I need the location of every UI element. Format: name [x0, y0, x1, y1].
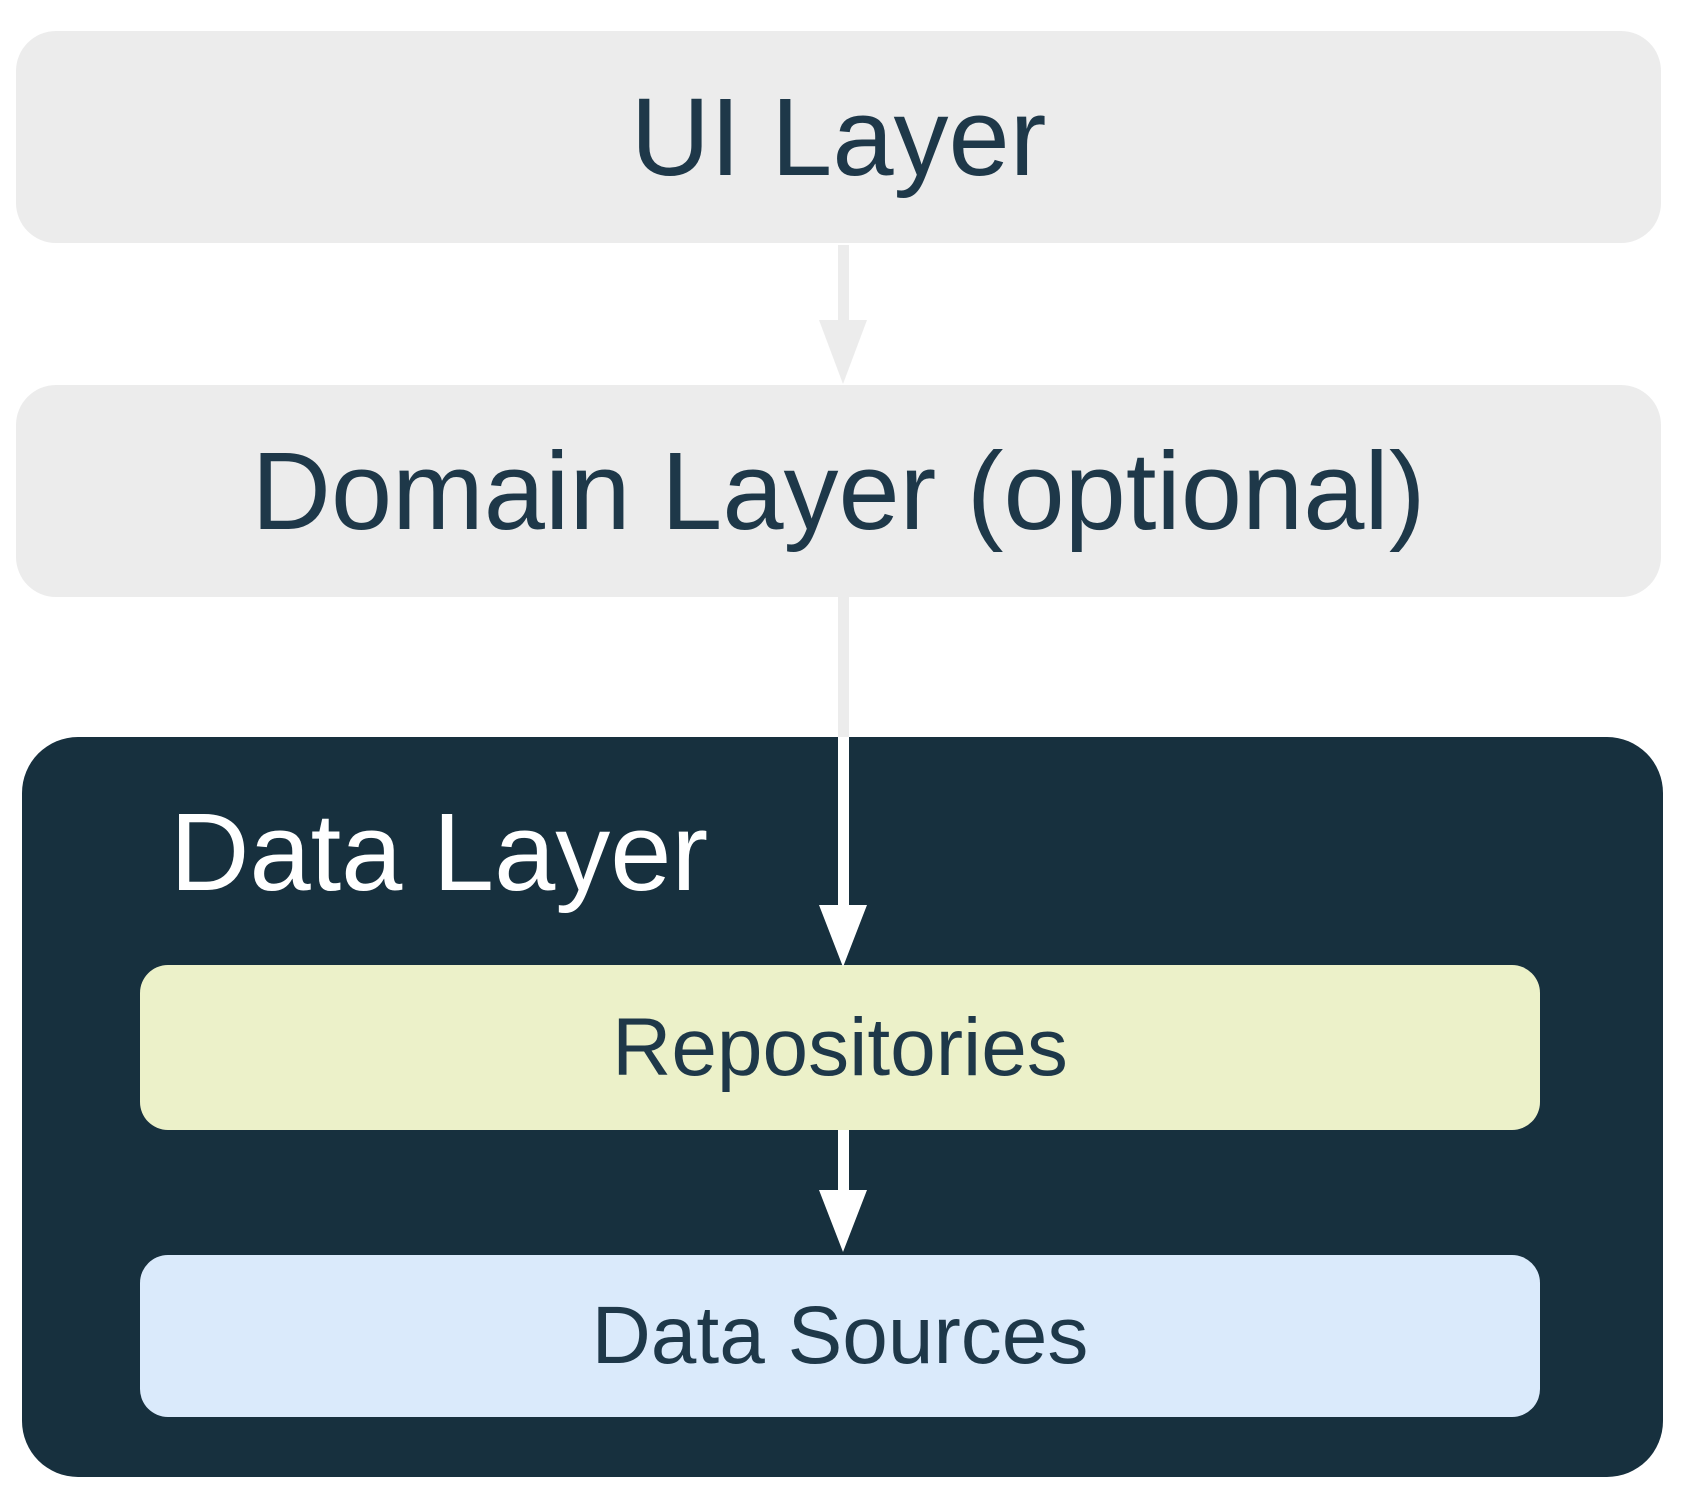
- data-layer-box: Data Layer Repositories Data Sources: [22, 737, 1663, 1477]
- repositories-box: Repositories: [140, 965, 1540, 1130]
- data-layer-label: Data Layer: [170, 791, 709, 914]
- domain-layer-box: Domain Layer (optional): [16, 385, 1661, 597]
- arrow-stem: [837, 597, 849, 737]
- arrow-stem: [837, 245, 849, 320]
- ui-layer-label: UI Layer: [630, 75, 1047, 199]
- repositories-label: Repositories: [612, 1001, 1068, 1093]
- domain-layer-label: Domain Layer (optional): [251, 429, 1426, 553]
- data-sources-box: Data Sources: [140, 1255, 1540, 1417]
- arrow-head-icon: [819, 320, 867, 384]
- arrow-ui-to-domain: [819, 245, 867, 384]
- data-sources-label: Data Sources: [591, 1290, 1089, 1381]
- ui-layer-box: UI Layer: [16, 31, 1661, 243]
